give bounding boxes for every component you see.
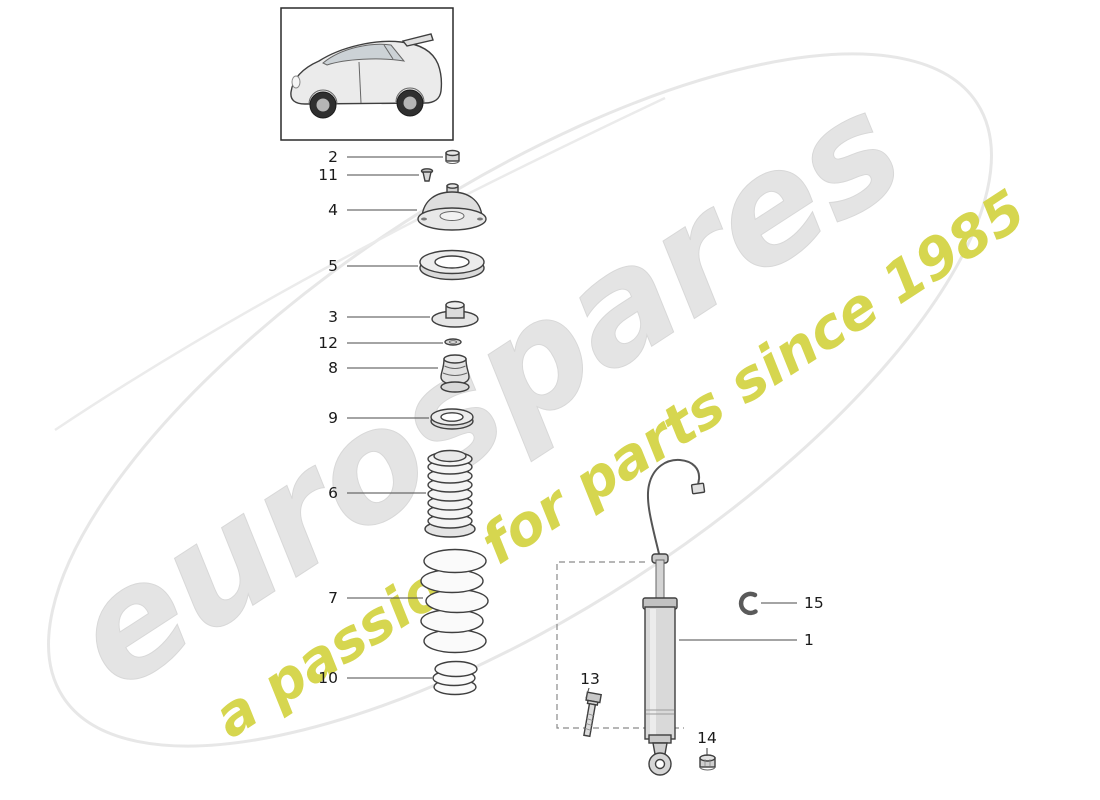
part-2-nut [445,149,460,164]
assembly-dashed-bracket [556,561,684,729]
callout-numbers: 2 11 4 5 3 12 8 9 6 7 10 15 1 13 14 [318,148,823,747]
callout-10: 10 [318,669,338,687]
part-8-bump-stop [440,354,470,393]
watermark-brand: eurospares [42,61,932,723]
callout-9: 9 [328,409,338,427]
callout-2: 2 [328,148,338,166]
callout-11: 11 [318,166,338,184]
callout-6: 6 [328,484,338,502]
part-11-screw [420,168,434,182]
sensor-cable [646,458,701,559]
callout-leaders [347,156,797,756]
car-thumbnail [290,33,443,119]
part-3-spring-seat-upper [431,300,479,328]
callout-13: 13 [580,670,600,688]
part-1-shock-absorber [642,458,706,776]
callout-5: 5 [328,257,338,275]
part-7-coil-spring [420,548,489,654]
cable-connector [690,482,706,495]
part-14-nut [699,754,716,771]
callout-1: 1 [804,631,814,649]
part-9-support-ring [430,408,474,430]
watermark-swoosh-2 [54,96,666,432]
part-4-strut-mount [417,183,487,231]
part-6-dust-bellows [424,449,476,538]
callout-14: 14 [697,729,717,747]
callout-4: 4 [328,201,338,219]
part-15-retaining-clip [738,591,758,616]
leader-line-13 [585,687,590,699]
callout-12: 12 [318,334,338,352]
callout-3: 3 [328,308,338,326]
part-13-bolt [583,691,603,738]
part-10-spring-seat-lower [432,660,478,696]
part-12-washer [444,338,462,346]
callout-8: 8 [328,359,338,377]
callout-15: 15 [804,594,824,612]
callout-7: 7 [328,589,338,607]
part-5-bearing [419,249,485,281]
